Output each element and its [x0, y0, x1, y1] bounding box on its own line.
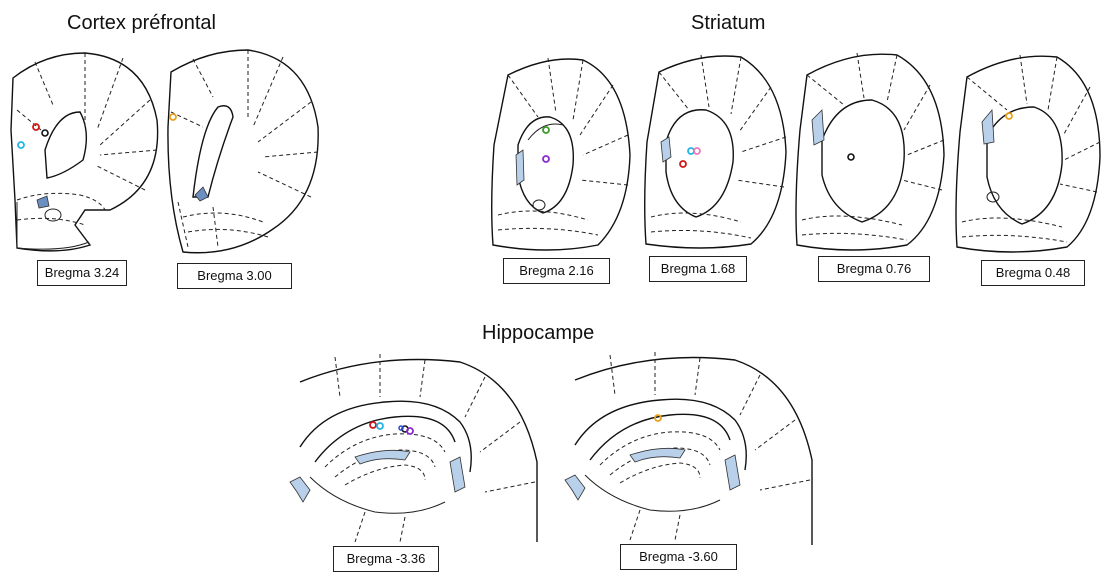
str-section-4	[952, 52, 1102, 257]
bregma-label-str-2: Bregma 1.68	[649, 256, 747, 282]
str-section-3	[792, 50, 947, 255]
pfc-section-1	[5, 50, 165, 255]
bregma-label-str-1: Bregma 2.16	[503, 258, 610, 284]
hip-section-2	[560, 350, 815, 545]
prefrontal-title: Cortex préfrontal	[67, 12, 216, 35]
pfc-section-2	[163, 47, 325, 262]
bregma-label-str-3: Bregma 0.76	[818, 256, 930, 282]
str-section-1	[488, 55, 633, 255]
bregma-label-str-4: Bregma 0.48	[981, 260, 1085, 286]
bregma-label-hip-1: Bregma -3.36	[333, 546, 439, 572]
hippocampus-title: Hippocampe	[482, 322, 594, 345]
bregma-label-pfc-1: Bregma 3.24	[37, 260, 127, 286]
str-section-2	[641, 52, 789, 252]
striatum-title: Striatum	[691, 12, 765, 35]
hip-section-1	[285, 352, 540, 542]
bregma-label-hip-2: Bregma -3.60	[620, 544, 737, 570]
bregma-label-pfc-2: Bregma 3.00	[177, 263, 292, 289]
